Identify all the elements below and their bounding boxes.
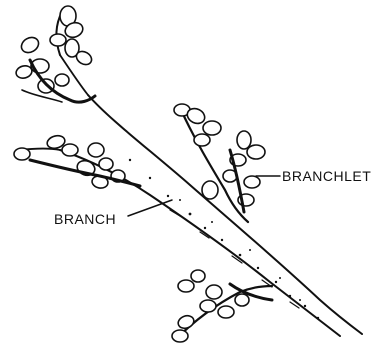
branch-leader-line [128,200,172,216]
branch-label: BRANCH [54,211,116,227]
branchlet-leaf-cluster [174,104,265,222]
main-branch [20,55,362,336]
lower-leaf-cluster [172,270,272,342]
branchlet-label: BRANCHLET [282,168,371,184]
left-leaf-cluster [14,134,140,189]
